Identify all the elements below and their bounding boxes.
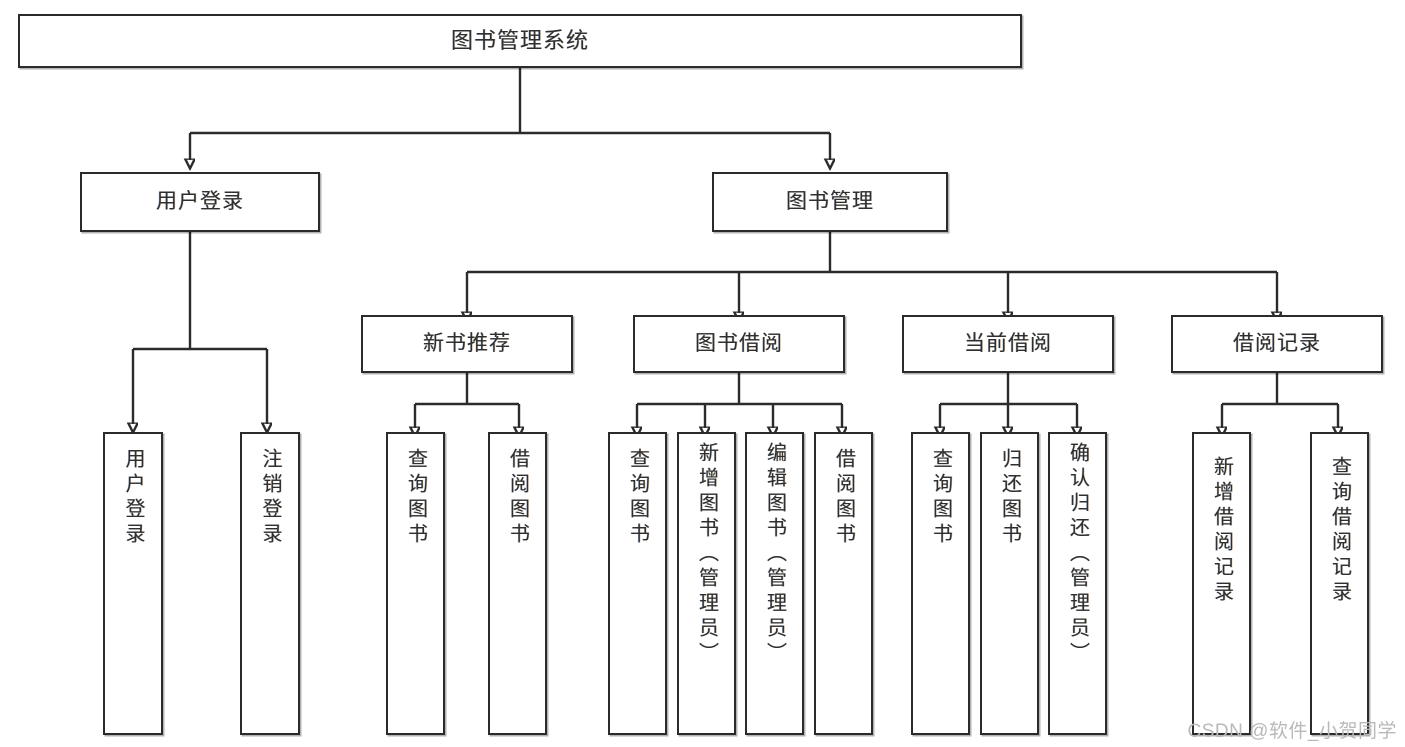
node-leaf-logout-login[interactable]: 注销登录: [240, 432, 300, 735]
node-leaf-query-book-2-label: 查询图书: [626, 448, 649, 548]
link-root-to-level1: [190, 68, 830, 160]
node-leaf-user-login[interactable]: 用户登录: [103, 432, 163, 735]
node-book-manage[interactable]: 图书管理: [712, 172, 948, 232]
node-leaf-add-book[interactable]: 新增图书（管理员）: [677, 432, 736, 735]
node-book-borrow-label: 图书借阅: [695, 331, 783, 355]
node-leaf-edit-book-label: 编辑图书（管理员）: [763, 442, 786, 667]
node-user-login[interactable]: 用户登录: [80, 172, 320, 232]
node-leaf-logout-login-label: 注销登录: [259, 448, 281, 548]
link-current-borrow-to-leaves: [940, 373, 1077, 428]
node-leaf-borrow-book-1-label: 借阅图书: [506, 448, 529, 548]
node-leaf-query-book-2[interactable]: 查询图书: [608, 432, 667, 735]
node-leaf-query-book-1[interactable]: 查询图书: [386, 432, 445, 735]
node-leaf-add-record-label: 新增借阅记录: [1210, 456, 1233, 606]
node-leaf-confirm-return[interactable]: 确认归还（管理员）: [1048, 432, 1107, 735]
node-new-book-recommend-label: 新书推荐: [423, 331, 511, 355]
node-leaf-edit-book[interactable]: 编辑图书（管理员）: [745, 432, 804, 735]
link-user-login-to-leaves: [133, 232, 267, 424]
node-leaf-query-book-3-label: 查询图书: [929, 448, 952, 548]
node-leaf-borrow-book-2[interactable]: 借阅图书: [814, 432, 873, 735]
node-root-label: 图书管理系统: [450, 28, 589, 54]
node-leaf-return-book-label: 归还图书: [998, 448, 1021, 548]
node-leaf-borrow-book-1[interactable]: 借阅图书: [488, 432, 547, 735]
csdn-watermark: CSDN @软件_小贺同学: [1187, 721, 1397, 742]
node-leaf-return-book[interactable]: 归还图书: [980, 432, 1039, 735]
node-current-borrow-label: 当前借阅: [964, 331, 1052, 355]
node-leaf-user-login-label: 用户登录: [122, 448, 144, 548]
node-book-borrow[interactable]: 图书借阅: [633, 315, 845, 373]
node-new-book-recommend[interactable]: 新书推荐: [361, 315, 573, 373]
node-leaf-query-record-label: 查询借阅记录: [1328, 456, 1351, 606]
node-leaf-query-record[interactable]: 查询借阅记录: [1310, 432, 1369, 735]
link-book-borrow-to-leaves: [637, 373, 842, 428]
node-leaf-query-book-1-label: 查询图书: [404, 448, 427, 548]
node-borrow-record-label: 借阅记录: [1233, 331, 1321, 355]
node-root-system[interactable]: 图书管理系统: [18, 14, 1022, 68]
node-user-login-label: 用户登录: [156, 189, 244, 213]
node-leaf-confirm-return-label: 确认归还（管理员）: [1066, 442, 1089, 667]
node-leaf-add-book-label: 新增图书（管理员）: [695, 442, 718, 667]
link-book-manage-to-level2: [467, 232, 1277, 313]
link-borrow-record-to-leaves: [1222, 373, 1338, 428]
node-current-borrow[interactable]: 当前借阅: [902, 315, 1114, 373]
link-new-book-recommend-to-leaves: [415, 373, 519, 428]
node-leaf-add-record[interactable]: 新增借阅记录: [1192, 432, 1251, 735]
node-leaf-borrow-book-2-label: 借阅图书: [832, 448, 855, 548]
node-borrow-record[interactable]: 借阅记录: [1171, 315, 1383, 373]
node-book-manage-label: 图书管理: [786, 189, 874, 213]
node-leaf-query-book-3[interactable]: 查询图书: [911, 432, 970, 735]
